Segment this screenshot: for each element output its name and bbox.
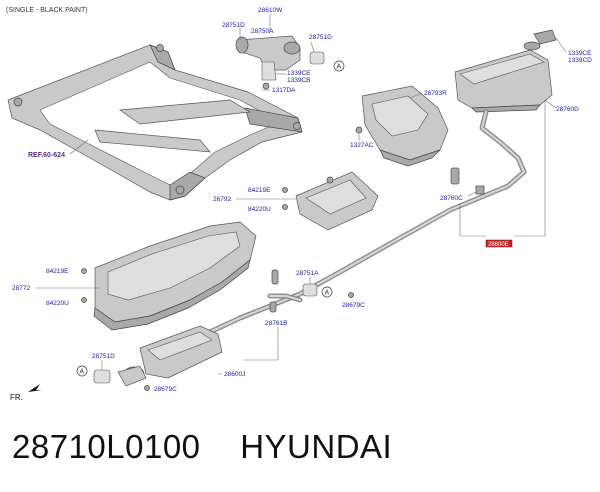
subframe — [7, 44, 303, 201]
svg-text:A: A — [80, 369, 85, 376]
brand-name: HYUNDAI — [240, 428, 393, 465]
label-84219E-a: 84219E — [248, 187, 271, 194]
label-84220U-a: 84220U — [248, 206, 271, 213]
header-note: (SINGLE - BLACK PAINT) — [6, 7, 88, 14]
marker-a-bottom — [76, 365, 88, 377]
marker-a-mid — [321, 286, 333, 298]
label-1339CB: 1339CB — [287, 77, 311, 84]
svg-text:A: A — [337, 64, 342, 71]
label-28750A: 28750A — [251, 28, 274, 35]
exhaust-parts-diagram: (SINGLE - BLACK PAINT) REF.60-624 28610W… — [6, 7, 592, 402]
gasket-front-bottom — [93, 369, 111, 384]
marker-a-top — [333, 60, 345, 72]
label-1327AC: 1327AC — [350, 142, 374, 149]
front-pipe-top — [235, 35, 301, 90]
label-84219E-b: 84219E — [46, 268, 69, 275]
hanger-28760C — [450, 167, 460, 185]
label-28761B: 28761B — [265, 320, 287, 327]
label-28610W: 28610W — [258, 7, 283, 14]
label-28600J: 28600J — [224, 371, 245, 378]
label-28760D: 28760D — [556, 106, 579, 113]
heat-shield-center — [93, 221, 257, 331]
hanger-top-mid — [271, 269, 279, 285]
label-28751D-right: 28751D — [309, 34, 332, 41]
rear-muffler — [454, 29, 557, 113]
svg-text:A: A — [325, 290, 330, 297]
fr-label: FR. — [10, 393, 23, 402]
heat-shield-mid — [295, 171, 379, 231]
red-tag-label: 28600E — [488, 242, 509, 248]
label-28679C-b: 28679C — [154, 386, 177, 393]
caption: 28710L0100 HYUNDAI — [12, 428, 592, 478]
gasket-right — [309, 51, 325, 65]
gasket-28751A — [302, 283, 318, 297]
label-28760C: 28760C — [440, 195, 463, 202]
red-tag — [485, 239, 513, 248]
label-1339CE-a: 1339CE — [287, 70, 311, 77]
ref-label: REF.60-624 — [28, 152, 65, 159]
label-26792: 26792 — [213, 196, 231, 203]
front-arrow-icon — [28, 384, 42, 392]
label-28679C-a: 28679C — [342, 302, 365, 309]
label-28751D-bottom: 28751D — [92, 353, 115, 360]
label-1339CD: 1339CD — [568, 57, 592, 64]
label-28772: 28772 — [12, 285, 30, 292]
catalytic-converter — [117, 325, 223, 387]
part-number: 28710L0100 — [12, 428, 201, 465]
label-28751A: 28751A — [296, 270, 319, 277]
exhaust-pipes — [207, 109, 527, 335]
bolt-1327AC — [355, 126, 363, 134]
label-84220U-b: 84220U — [46, 300, 69, 307]
label-1317DA: 1317DA — [272, 87, 296, 94]
front-direction-indicator: FR. — [10, 384, 42, 402]
label-1339CE-b: 1339CE — [568, 50, 592, 57]
heat-shield-rear — [361, 85, 449, 167]
label-28751D-top: 28751D — [222, 22, 245, 29]
label-28793R: 28793R — [424, 90, 447, 97]
